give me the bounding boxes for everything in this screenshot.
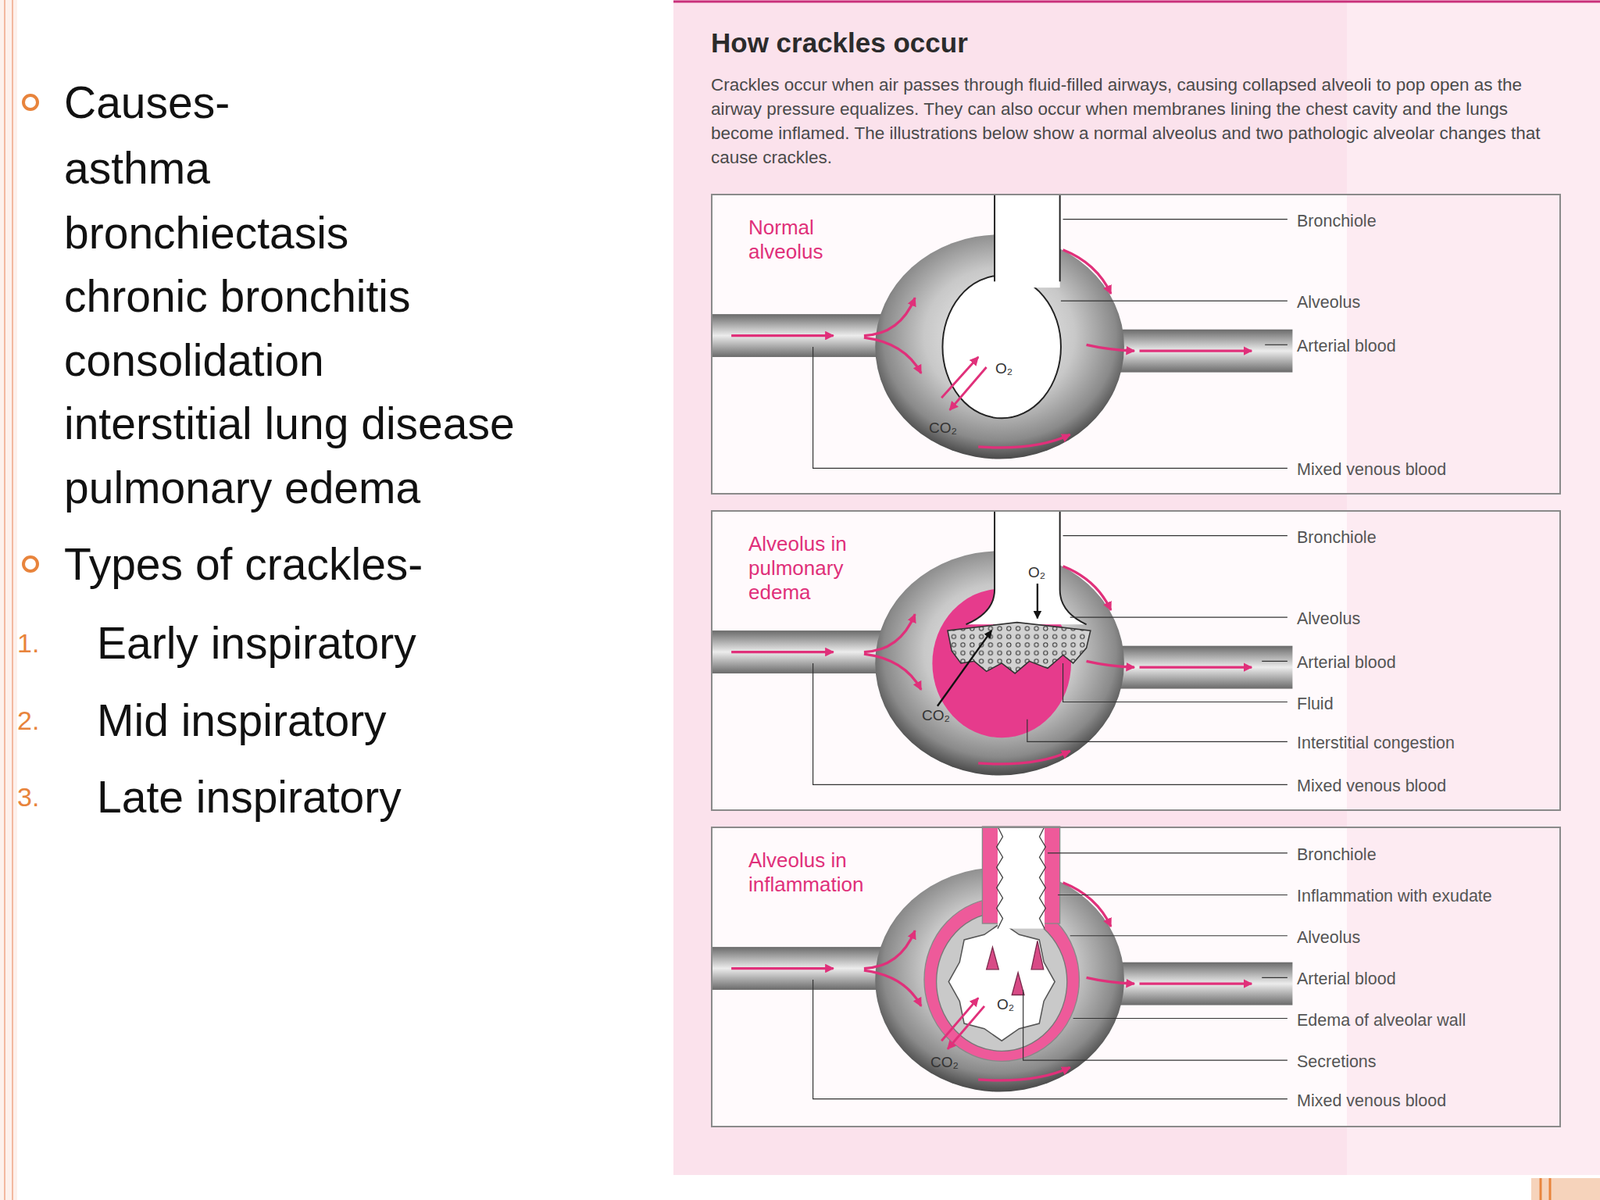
list-number: 3. — [17, 781, 40, 813]
figure-panel-light — [1346, 0, 1600, 1175]
secretions — [986, 940, 1044, 995]
corner-ornament — [1549, 1178, 1552, 1200]
part-label: Alveolus — [1296, 608, 1361, 629]
bronchiole-tube — [994, 193, 1061, 288]
part-label: Fluid — [1296, 693, 1334, 715]
slide-border-strip — [0, 0, 18, 1200]
bullet-marker — [23, 557, 38, 572]
exudate-edge — [1039, 826, 1047, 929]
part-label: Secretions — [1296, 1051, 1377, 1072]
gas-arrows — [937, 583, 1038, 707]
part-label: Interstitial congestion — [1296, 732, 1455, 754]
bronchiole-wall — [1060, 510, 1087, 625]
normal-alveolus-art — [710, 193, 1293, 468]
inflamed-wall — [924, 897, 1080, 1061]
part-label: Inflammation with exudate — [1296, 885, 1493, 907]
leader-lines — [813, 219, 1288, 469]
slide-border-line — [11, 0, 14, 1200]
gas-label: CO₂ — [921, 707, 950, 725]
alveolar-fluid-froth — [947, 622, 1091, 674]
figure-caption: Crackles occur when air passes through f… — [710, 72, 1575, 170]
illustration-panel: Alveolus in pulmonary edema BronchioleO₂ A… — [710, 510, 1561, 811]
bronchiole-wall — [993, 193, 996, 282]
list-item: Late inspiratory — [96, 771, 402, 823]
panel-fill — [710, 826, 1347, 1128]
corner-ornament — [1539, 1178, 1543, 1200]
figure-top-rule — [673, 0, 1600, 4]
leader-lines — [813, 853, 1288, 1100]
slide-border-line — [3, 0, 6, 1200]
gas-label: O₂ — [1028, 564, 1046, 582]
bullet-marker — [23, 95, 38, 110]
list-item: Types of crackles- — [64, 538, 423, 590]
alveolus-and-vessels — [710, 234, 1293, 459]
part-label: Bronchiole — [1296, 844, 1377, 865]
list-item: chronic bronchitis — [64, 270, 411, 322]
part-label: Mixed venous blood — [1296, 459, 1447, 480]
leader-lines — [813, 535, 1288, 786]
part-label: Bronchiole — [1296, 210, 1377, 232]
part-label: Arterial blood — [1296, 652, 1397, 673]
gas-exchange-arrows — [941, 357, 986, 411]
list-number: 2. — [17, 704, 40, 736]
list-item: bronchiectasis — [64, 207, 349, 259]
panel-fill — [710, 193, 1347, 495]
gas-label: CO₂ — [928, 419, 958, 437]
list-item: pulmonary edema — [64, 461, 421, 514]
illustration-panel: Alveolus in inflammation BronchioleInflam… — [710, 826, 1561, 1128]
part-label: Alveolus — [1296, 927, 1361, 948]
bronchiole-wall — [1059, 193, 1061, 282]
gas-exchange-arrows — [941, 997, 985, 1049]
panel-fill — [710, 510, 1347, 811]
alveolus-lumen — [948, 922, 1055, 1041]
inflamed-bronchiole — [982, 826, 1060, 924]
part-label: Arterial blood — [1296, 968, 1397, 990]
part-label: Mixed venous blood — [1296, 1090, 1447, 1111]
alveolus-sac — [942, 275, 1061, 418]
bronchiole-tube — [994, 510, 1061, 592]
alveolus-and-vessels — [710, 867, 1293, 1092]
figure-panel — [673, 0, 1600, 1175]
bronchiole-opening — [966, 589, 1087, 625]
panel-heading: Normal alveolus — [748, 215, 878, 265]
corner-ornament — [1531, 1178, 1600, 1200]
part-label: Alveolus — [1296, 292, 1361, 313]
edema-alveolus-art — [710, 510, 1293, 785]
exudate-edge — [996, 826, 1004, 929]
list-item: Mid inspiratory — [96, 694, 387, 747]
alveolar-fluid — [947, 622, 1091, 674]
panel-heading: Alveolus in inflammation — [748, 848, 878, 897]
bronchiole-wall — [966, 510, 996, 625]
gas-label: O₂ — [995, 360, 1013, 378]
list-number: 1. — [17, 627, 40, 659]
gas-label: O₂ — [996, 996, 1015, 1014]
part-label: Bronchiole — [1296, 527, 1377, 548]
interstitial-congestion — [932, 589, 1072, 739]
panel-heading: Alveolus in pulmonary edema — [748, 532, 878, 605]
illustration-panel: Normal alveolus BronchioleAlveolusArteria… — [710, 193, 1561, 495]
list-item: interstitial lung disease — [64, 397, 515, 450]
part-label: Arterial blood — [1296, 335, 1397, 357]
bronchiole-lumen — [997, 826, 1045, 929]
part-label: Edema of alveolar wall — [1296, 1010, 1466, 1031]
figure-title: How crackles occur — [710, 27, 968, 59]
alveolar-wall-edema — [936, 912, 1068, 1052]
list-item: Causes- — [64, 76, 230, 129]
inflamed-alveolus-art — [710, 826, 1293, 1100]
part-label: Mixed venous blood — [1296, 775, 1447, 797]
gas-label: CO₂ — [930, 1053, 959, 1072]
list-item: consolidation — [64, 334, 325, 386]
list-item: asthma — [64, 142, 211, 194]
list-item: Early inspiratory — [96, 617, 417, 669]
